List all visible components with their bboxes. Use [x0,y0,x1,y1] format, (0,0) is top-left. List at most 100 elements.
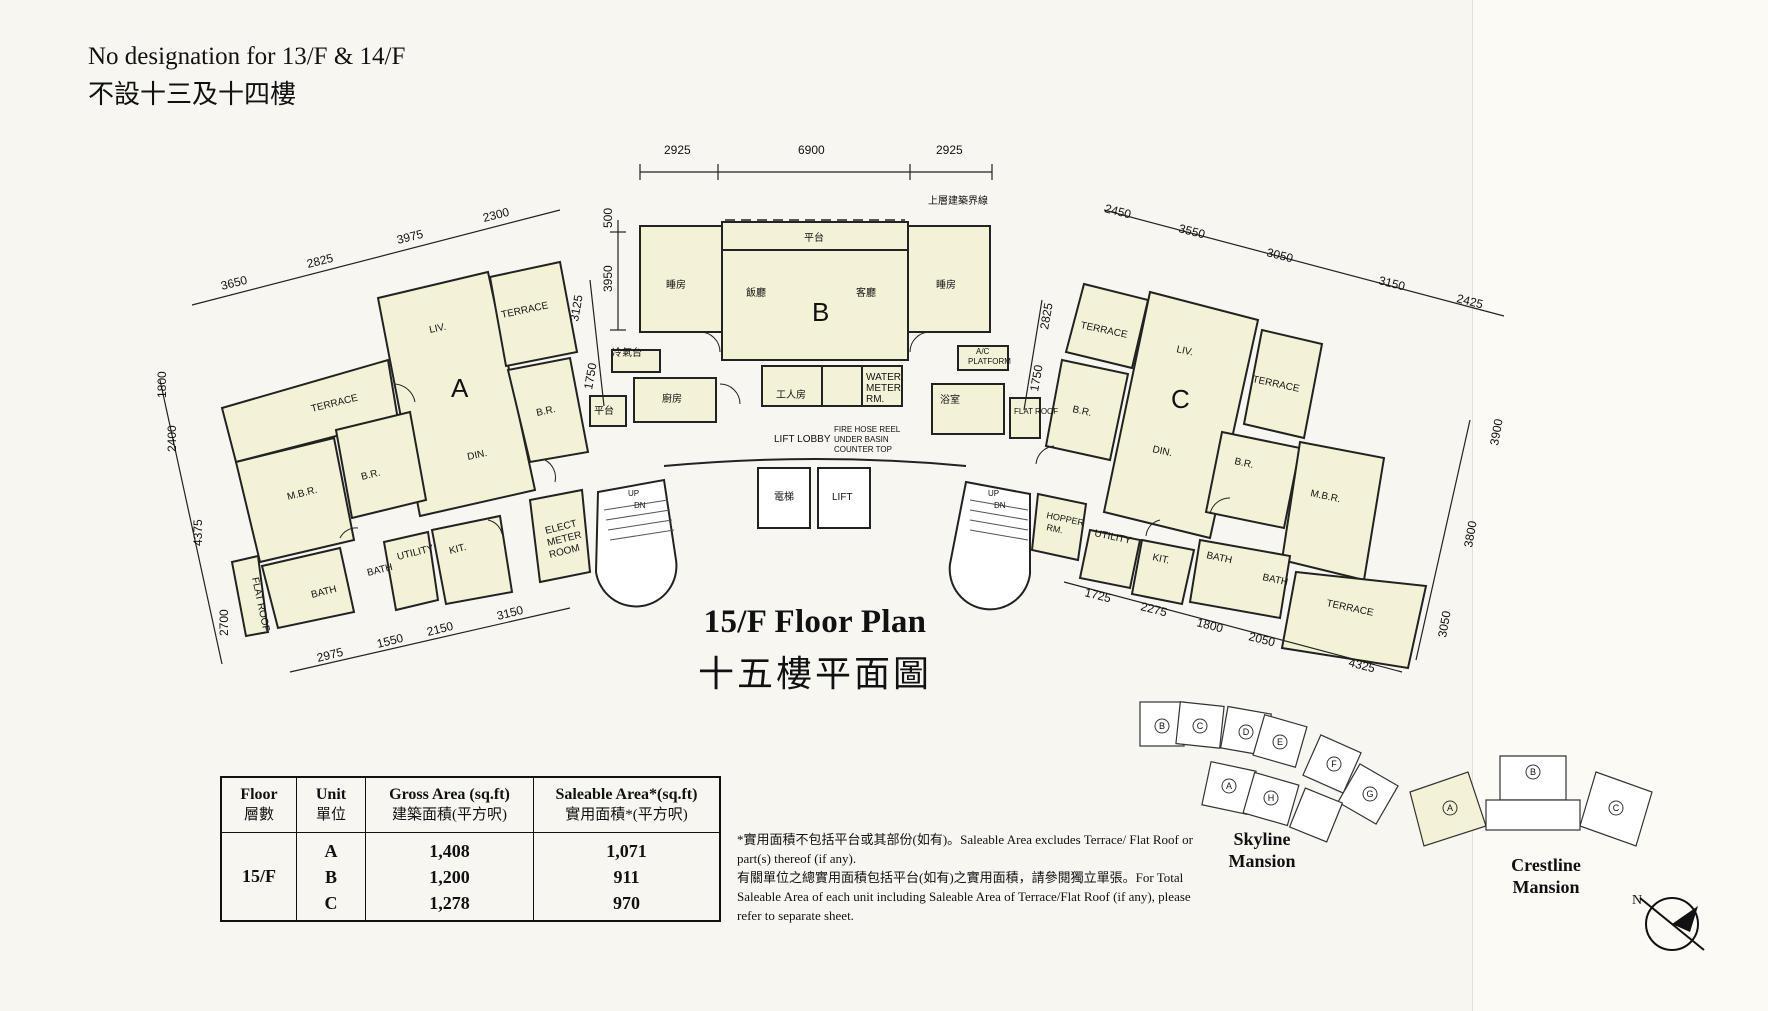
stair-left [594,478,678,608]
lift-1 [757,467,811,529]
unit-a-terrace-top [488,260,579,368]
unit-c-terrace-bottom [1280,570,1428,670]
unit-b-kitchen [633,377,717,423]
designation-notice: No designation for 13/F & 14/F 不設十三及十四樓 [88,40,405,112]
b-bath-label: 浴室 [940,393,960,406]
skyline-c: C [1197,721,1204,731]
a-liv-label: LIV. [428,322,447,336]
skyline-g: G [1366,789,1373,799]
notice-en: No designation for 13/F & 14/F [88,43,406,70]
crestline-block-c [1579,771,1653,847]
notice-zh: 不設十三及十四樓 [88,80,297,109]
unit-b-water-meter [861,365,903,407]
skyline-unit-markers [1154,718,1378,806]
dim-b-side-2: 3950 [601,265,615,292]
unit-c-terrace-top [1064,282,1150,370]
area-table-row: 15/F A B C 1,408 1,200 1,278 1,071 911 9… [220,832,721,922]
fire-hose-1: FIRE HOSE REEL [834,425,901,434]
b-water-2: METER [866,383,901,394]
skyline-h: H [1268,793,1275,803]
unit-c-bath [1188,538,1292,620]
unit-b-doors [699,331,931,405]
crestline-mansion-label: Crestline Mansion [1486,854,1606,898]
dim-a-side-4: 2700 [217,609,231,636]
skyline-unit-letters: B C D E F G A H [1159,721,1374,803]
a-br-label: B.R. [360,468,382,483]
c-bath-2-label: BATH [1261,572,1289,588]
skyline-label-2: Mansion [1228,851,1296,871]
unit-label-b: B [812,297,829,327]
plan-title-zh: 十五樓平面圖 [697,654,932,694]
a-din-label: DIN. [466,448,488,463]
crestline-a: A [1447,803,1453,813]
unit-a-utility [382,530,440,612]
gross-a: 1,408 [429,840,470,861]
dim-a-side-2: 2400 [165,425,179,452]
unit-a-wing [220,260,592,638]
dim-a-bottom-1: 2975 [315,645,345,665]
dim-c-bottom-2: 2275 [1139,599,1169,619]
dimension-lines [159,164,1505,673]
dim-b-top-1: 2925 [664,143,691,157]
b-ac-platform-2: PLATFORM [968,357,1011,366]
c-kit-label: KIT. [1151,552,1170,566]
dim-c-top-2: 3550 [1177,221,1207,241]
unit-a-br-right [506,356,590,464]
crestline-key-plan [1409,755,1653,847]
dim-c-top-1: 2450 [1103,201,1133,221]
skyline-d: D [1243,727,1250,737]
dim-a-right-1: 3125 [567,293,585,322]
skyline-block-f [1302,734,1362,794]
skyline-block-ext [1288,787,1344,843]
c-br-left-label: B.R. [1071,404,1092,419]
unit-c-br-right [1204,430,1302,530]
gross-c: 1,278 [429,892,470,913]
saleable-b: 911 [613,866,640,887]
unit-a-mbr [234,436,356,564]
unit-c: C [324,892,338,913]
skyline-block-h [1242,771,1300,827]
b-ac-label: 冷氣台 [612,346,642,359]
dim-a-top-4: 2300 [481,205,511,225]
skyline-b: B [1159,721,1165,731]
dim-c-right-1: 3900 [1487,417,1505,446]
cell-units: A B C [296,832,366,922]
c-liv-label: LIV. [1175,344,1194,358]
dim-a-bottom-3: 2150 [425,619,455,639]
crestline-label-2: Mansion [1512,877,1580,897]
unit-c-br-left [1044,358,1130,462]
dim-c-left-2: 1750 [1027,363,1045,392]
unit-b-bedroom-left [639,225,723,333]
unit-b-bathroom [931,383,1005,435]
unit-label-c: C [1171,384,1190,414]
header-gross-area: Gross Area (sq.ft)建築面積(平方呎) [365,776,534,833]
stair-right [948,480,1031,611]
unit-a-bath [260,546,356,630]
skyline-block-c [1175,701,1225,749]
dim-c-top-4: 3150 [1377,273,1407,293]
dim-a-right-2: 1750 [581,361,599,390]
note-line-1: *實用面積不包括平台或其部份(如有)。Saleable Area exclude… [737,832,1193,866]
cell-gross: 1,408 1,200 1,278 [365,832,534,922]
dim-c-top-5: 2425 [1455,291,1485,311]
unit-b-platform-left [589,395,627,427]
skyline-e: E [1277,737,1283,747]
north-label: N [1632,893,1642,908]
c-br-right-label: B.R. [1233,456,1254,471]
skyline-f: F [1331,759,1337,769]
stair-treads [603,499,1029,541]
saleable-c: 970 [613,892,640,913]
unit-b-ac-left [611,349,661,373]
skyline-a: A [1226,781,1232,791]
stair-up-right: UP [988,489,999,498]
header-saleable-area: Saleable Area*(sq.ft)實用面積*(平方呎) [533,776,721,833]
skyline-block-g [1337,763,1399,825]
dim-a-top-1: 3650 [219,273,249,293]
crestline-label-1: Crestline [1511,855,1581,875]
unit-a-br [334,410,428,520]
b-maid-label: 工人房 [776,388,806,401]
dim-c-right-3: 3050 [1435,609,1453,638]
